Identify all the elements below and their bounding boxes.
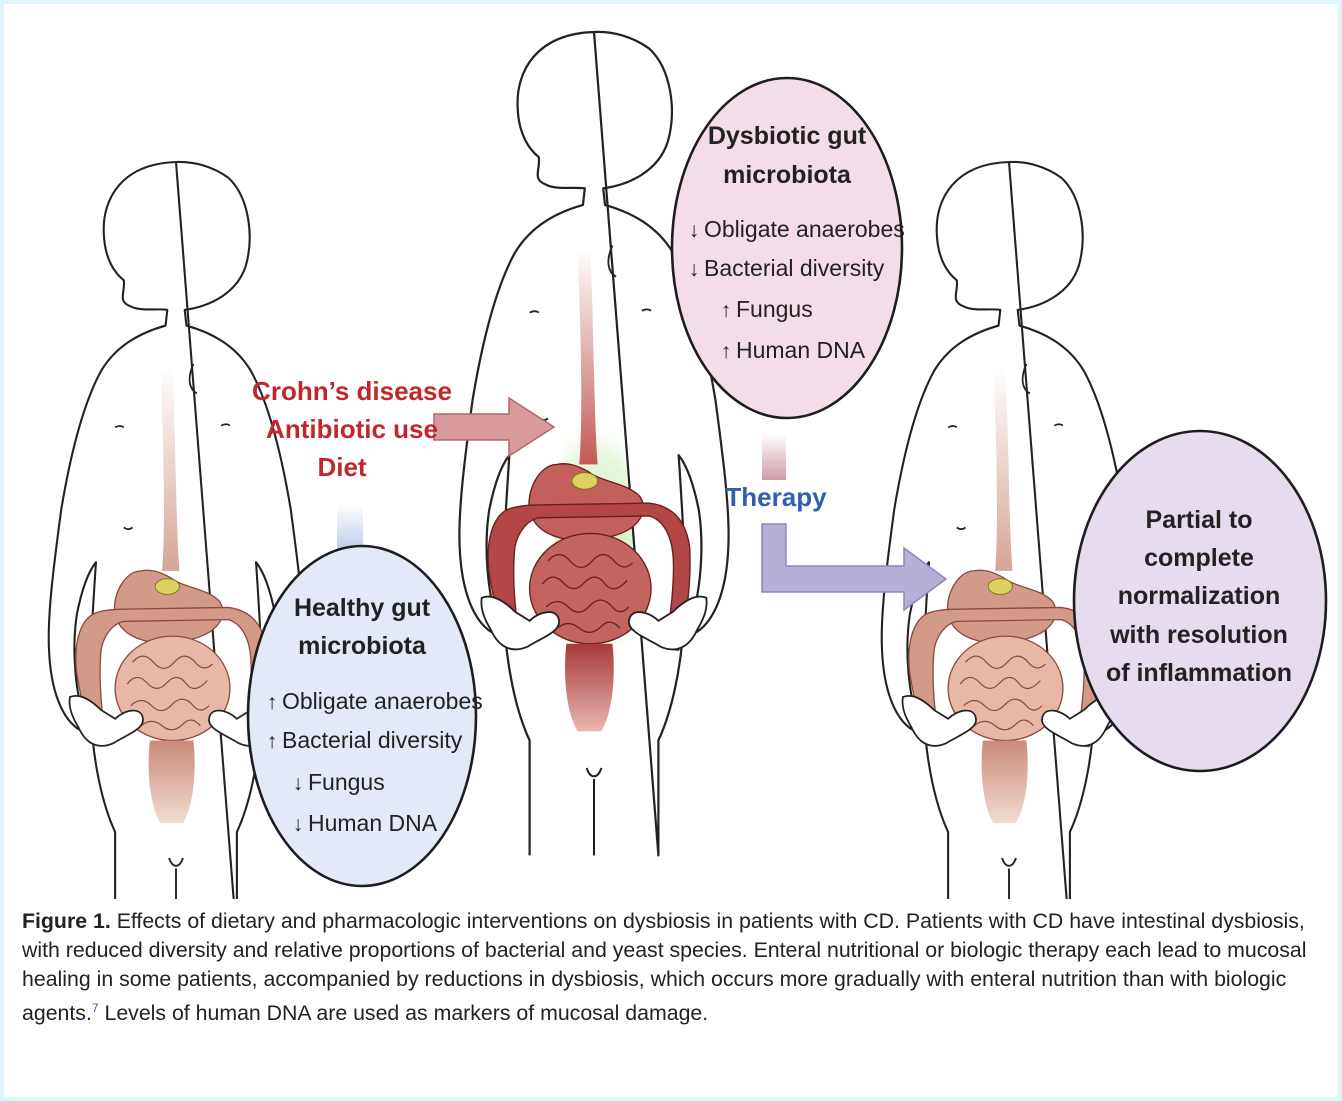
normalization-line4: with resolution bbox=[1079, 621, 1319, 651]
figure-label: Figure 1. bbox=[22, 909, 111, 933]
dysbiotic-title-line1: Dysbiotic gut bbox=[697, 122, 877, 152]
item-text: Bacterial diversity bbox=[282, 727, 462, 753]
figure-caption: Figure 1. Effects of dietary and pharmac… bbox=[22, 907, 1322, 1028]
list-item: ↑Human DNA bbox=[684, 339, 905, 375]
diagram-artwork bbox=[4, 4, 1338, 899]
up-arrow-icon: ↑ bbox=[716, 341, 736, 362]
item-text: Fungus bbox=[736, 296, 813, 322]
list-item: ↓Fungus bbox=[262, 771, 483, 812]
item-text: Bacterial diversity bbox=[704, 255, 884, 281]
up-arrow-icon: ↑ bbox=[262, 692, 282, 713]
figure-frame: Crohn’s disease Antibiotic use Diet Ther… bbox=[4, 4, 1338, 1097]
item-text: Human DNA bbox=[308, 810, 437, 836]
normalization-line5: of inflammation bbox=[1079, 659, 1319, 689]
list-item: ↑Bacterial diversity bbox=[262, 729, 483, 771]
dysbiotic-title-line2: microbiota bbox=[697, 161, 877, 191]
cause-diet: Diet bbox=[222, 452, 462, 483]
list-item: ↓Bacterial diversity bbox=[684, 257, 905, 298]
cause-crohns-disease: Crohn’s disease bbox=[222, 376, 482, 407]
item-text: Obligate anaerobes bbox=[704, 216, 905, 242]
list-item: ↑Fungus bbox=[684, 298, 905, 339]
normalization-line3: normalization bbox=[1084, 582, 1314, 612]
down-arrow-icon: ↓ bbox=[288, 773, 308, 794]
cause-antibiotic-use: Antibiotic use bbox=[222, 414, 482, 445]
list-item: ↓Obligate anaerobes bbox=[684, 218, 905, 257]
dysbiotic-child-figure bbox=[459, 32, 728, 855]
healthy-title-line2: microbiota bbox=[272, 632, 452, 662]
healthy-items: ↑Obligate anaerobes ↑Bacterial diversity… bbox=[262, 690, 483, 848]
caption-text-end: Levels of human DNA are used as markers … bbox=[99, 1001, 709, 1025]
item-text: Obligate anaerobes bbox=[282, 688, 483, 714]
healthy-title-line1: Healthy gut bbox=[272, 594, 452, 624]
list-item: ↑Obligate anaerobes bbox=[262, 690, 483, 729]
up-arrow-icon: ↑ bbox=[716, 300, 736, 321]
normalization-line2: complete bbox=[1094, 544, 1304, 574]
list-item: ↓Human DNA bbox=[262, 812, 483, 848]
therapy-label: Therapy bbox=[706, 482, 846, 513]
normalization-line1: Partial to bbox=[1094, 506, 1304, 536]
down-arrow-icon: ↓ bbox=[684, 220, 704, 241]
dysbiotic-connector bbox=[762, 434, 786, 480]
down-arrow-icon: ↓ bbox=[288, 814, 308, 835]
up-arrow-icon: ↑ bbox=[262, 731, 282, 752]
down-arrow-icon: ↓ bbox=[684, 259, 704, 280]
caption-reference[interactable]: 7 bbox=[92, 1001, 99, 1015]
item-text: Human DNA bbox=[736, 337, 865, 363]
dysbiotic-items: ↓Obligate anaerobes ↓Bacterial diversity… bbox=[684, 218, 905, 375]
item-text: Fungus bbox=[308, 769, 385, 795]
